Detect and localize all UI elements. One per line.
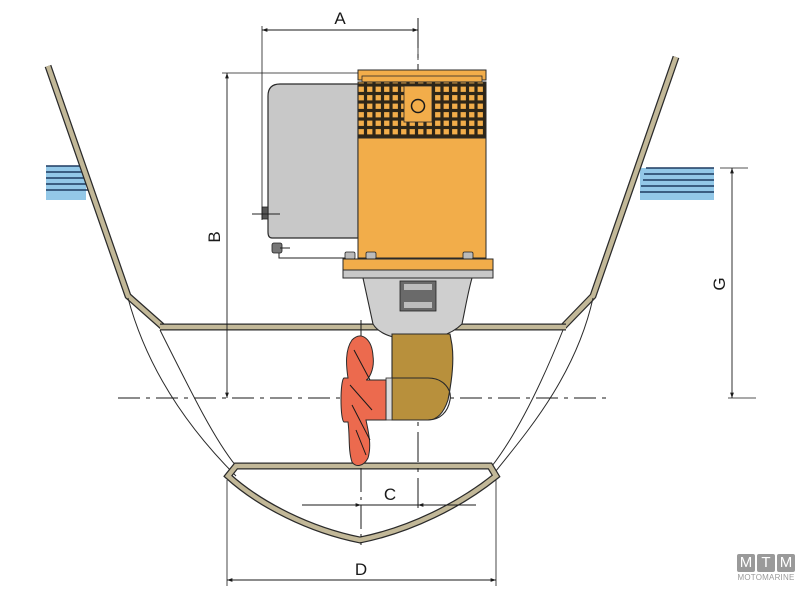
electric-motor bbox=[342, 69, 494, 279]
waterline-left bbox=[46, 165, 88, 200]
dimension-a: A bbox=[261, 9, 419, 220]
dimension-b: B bbox=[205, 72, 358, 398]
flange-bracket bbox=[362, 277, 473, 341]
dimension-label-a: A bbox=[334, 9, 346, 28]
watermark-letter: M bbox=[737, 554, 755, 572]
watermark-letter: T bbox=[757, 554, 775, 572]
lifting-eye-icon bbox=[410, 98, 426, 114]
control-box bbox=[252, 83, 359, 259]
watermark-letter: M bbox=[777, 554, 795, 572]
propeller bbox=[340, 335, 387, 466]
dimension-label-g: G bbox=[710, 277, 729, 290]
bolt-icon bbox=[365, 251, 377, 260]
dimension-d: D bbox=[226, 480, 497, 586]
gear-leg bbox=[385, 333, 454, 421]
cable-gland-icon bbox=[261, 206, 269, 220]
dimension-c: C bbox=[302, 485, 476, 507]
dimension-label-b: B bbox=[205, 231, 224, 242]
dimension-g: G bbox=[710, 167, 756, 399]
bolt-icon bbox=[462, 251, 474, 260]
dimension-label-d: D bbox=[355, 560, 367, 579]
watermark-text: MOTOMARINE bbox=[737, 573, 795, 582]
dimension-label-c: C bbox=[384, 485, 396, 504]
waterline-right bbox=[640, 167, 714, 200]
bolt-icon bbox=[344, 251, 356, 260]
